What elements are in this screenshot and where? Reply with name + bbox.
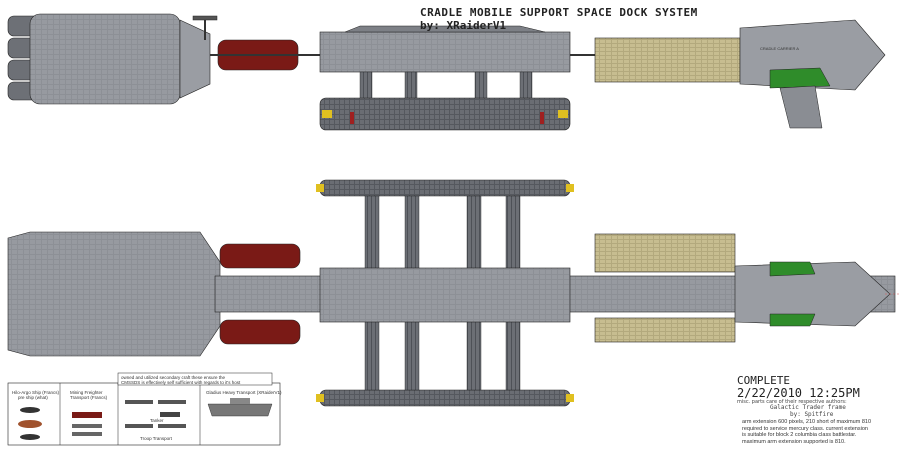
note-line: is suitable for block 2 columbia class b… [742, 432, 857, 438]
arm-extension-notes: arm extension 600 pixels, 210 short of m… [742, 419, 892, 445]
ship-hull-label: CRADLE CARRIER A [760, 46, 799, 51]
legend-heavy: Gladius Heavy Transport (XRaiderV1) [206, 390, 282, 395]
legend-note: owned and utilized secondary craft these… [121, 375, 226, 380]
upper-dock-arm [319, 179, 571, 197]
legend-note-2: CMSSDS is effectively self sufficient wi… [121, 380, 241, 385]
red-tank-upper [219, 243, 301, 269]
central-dock-top [319, 267, 571, 323]
author-byline: by: XRaiderV1 [420, 19, 507, 32]
cargo-upper [594, 233, 736, 273]
frame-author: by: Spitfire [790, 411, 834, 418]
frame-credit: Galactic Trader frame [770, 404, 846, 411]
lower-dock-arm-top [319, 389, 571, 407]
side-profile-view: CRADLE CARRIER A [7, 13, 886, 131]
status-label: COMPLETE [737, 374, 790, 387]
cargo-module [594, 37, 741, 83]
secondary-craft-legend [7, 372, 281, 446]
legend-escape-ship-2: pre ship (what) [18, 395, 48, 400]
cargo-lower [594, 317, 736, 343]
central-dock-hull [319, 31, 571, 73]
red-tank-lower [219, 319, 301, 345]
note-line: required to service mercury class. curre… [742, 425, 868, 432]
legend-mining: Mining Freighter [70, 390, 103, 395]
datetime-label: 2/22/2010 12:25PM [737, 386, 860, 400]
legend-troop: Troop Transport [140, 436, 172, 441]
bow-top [734, 261, 891, 327]
diagram-title: CRADLE MOBILE SUPPORT SPACE DOCK SYSTEM [420, 6, 698, 19]
top-down-view [7, 179, 900, 407]
engine-block-top [7, 231, 221, 357]
legend-escape-ship: Hilo-Argo Ship (Francs) [12, 390, 60, 395]
legend-tanker: Tanker [150, 418, 164, 423]
engine-cluster [7, 13, 211, 105]
legend-mining-2: Transport (Francs) [70, 395, 108, 400]
credits-line: misc. parts care of their respective aut… [737, 399, 847, 405]
note-line: maximum arm extension supported is 810. [742, 438, 846, 445]
note-line: arm extension 600 pixels, 210 short of m… [742, 419, 872, 425]
lower-dock-arm [319, 97, 571, 131]
